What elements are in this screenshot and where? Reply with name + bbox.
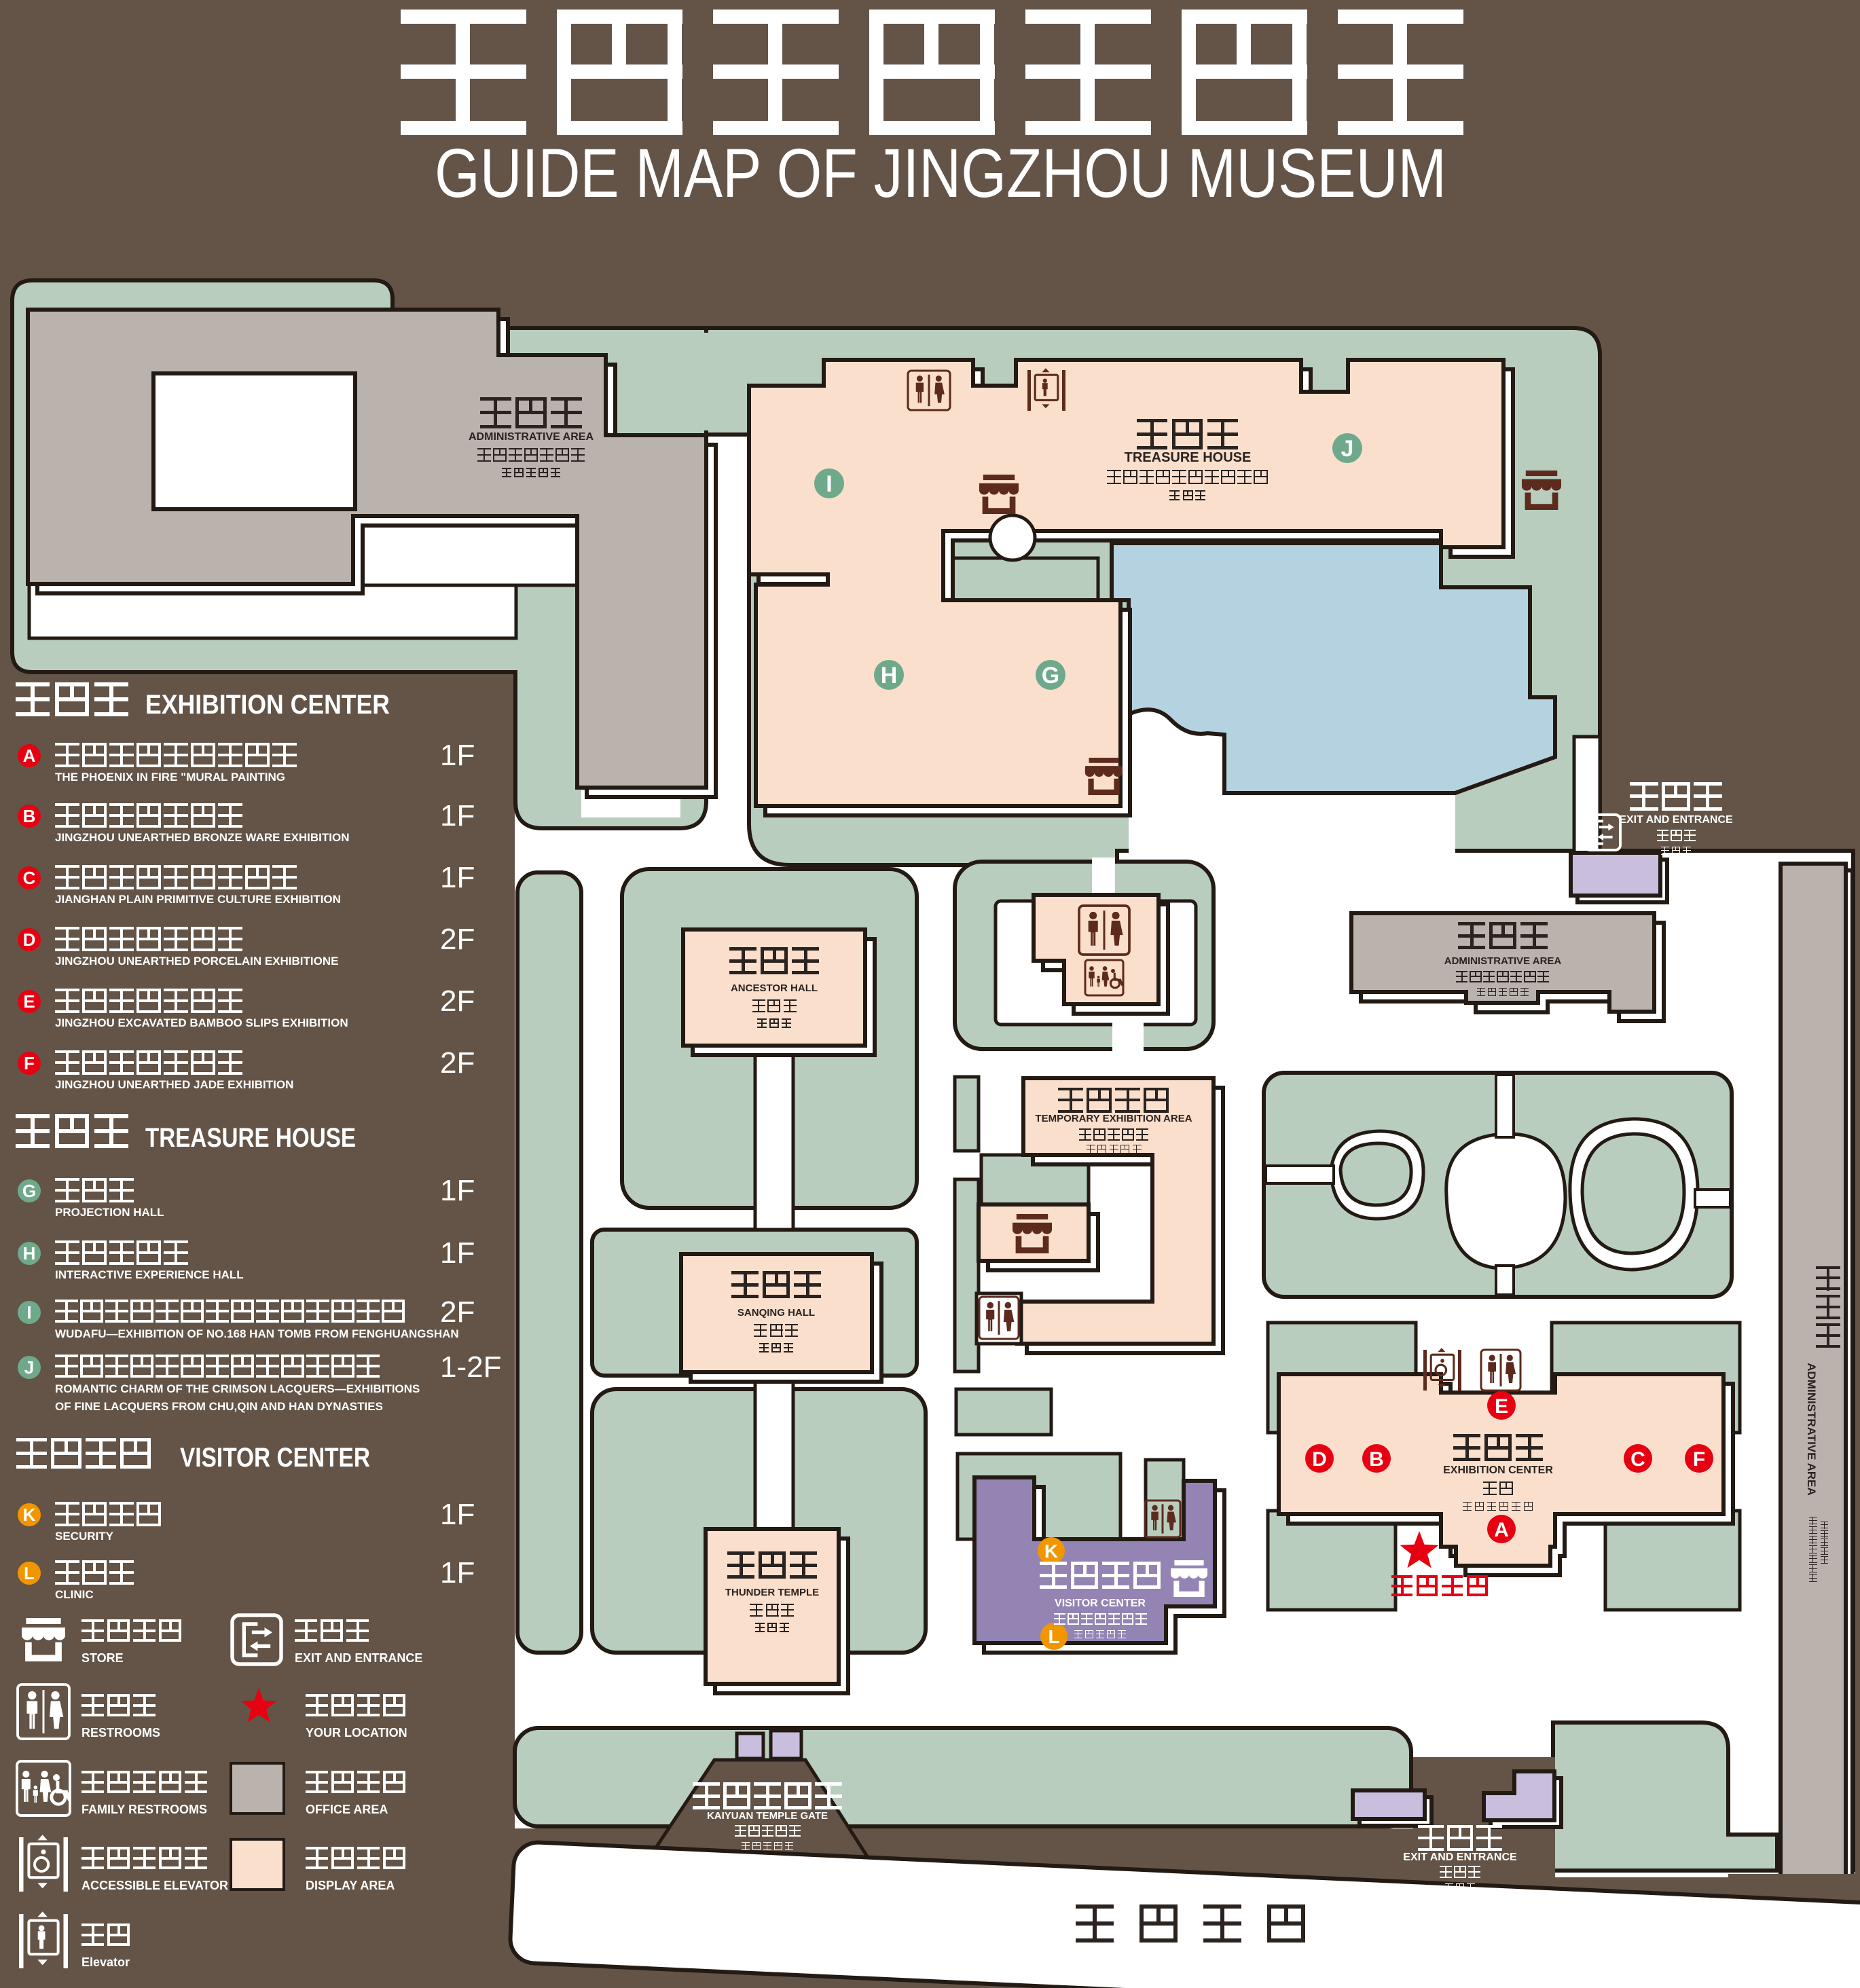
svg-text:TREASURE HOUSE: TREASURE HOUSE xyxy=(145,1123,356,1153)
svg-text:EXIT AND ENTRANCE: EXIT AND ENTRANCE xyxy=(1619,814,1733,826)
svg-text:J: J xyxy=(1341,436,1354,462)
svg-text:ANCESTOR HALL: ANCESTOR HALL xyxy=(731,982,818,994)
svg-text:VISITOR CENTER: VISITOR CENTER xyxy=(180,1443,370,1473)
svg-text:KAIYUAN TEMPLE GATE: KAIYUAN TEMPLE GATE xyxy=(707,1810,828,1822)
svg-text:THE PHOENIX IN FIRE "MURAL PAI: THE PHOENIX IN FIRE "MURAL PAINTING xyxy=(55,771,285,784)
svg-text:1F: 1F xyxy=(440,1174,475,1207)
svg-text:C: C xyxy=(23,868,36,888)
svg-text:SECURITY: SECURITY xyxy=(55,1530,114,1543)
svg-text:H: H xyxy=(23,1243,36,1264)
svg-text:1F: 1F xyxy=(440,799,475,832)
svg-text:E: E xyxy=(1495,1395,1508,1418)
svg-text:DISPLAY AREA: DISPLAY AREA xyxy=(306,1879,395,1892)
svg-text:F: F xyxy=(24,1053,35,1073)
svg-text:1-2F: 1-2F xyxy=(440,1350,501,1384)
svg-text:FAMILY RESTROOMS: FAMILY RESTROOMS xyxy=(81,1803,207,1816)
svg-text:E: E xyxy=(23,991,35,1012)
svg-text:2F: 2F xyxy=(440,923,475,956)
svg-text:2F: 2F xyxy=(440,1295,475,1329)
svg-text:1F: 1F xyxy=(440,1556,475,1589)
svg-text:EXIT AND ENTRANCE: EXIT AND ENTRANCE xyxy=(295,1651,422,1665)
svg-text:D: D xyxy=(1312,1448,1327,1471)
svg-text:STORE: STORE xyxy=(81,1651,124,1665)
svg-text:G: G xyxy=(1042,663,1059,688)
svg-text:ROMANTIC CHARM OF THE CRIMSON: ROMANTIC CHARM OF THE CRIMSON LACQUERS—E… xyxy=(55,1382,420,1395)
svg-text:YOUR LOCATION: YOUR LOCATION xyxy=(306,1726,407,1740)
svg-text:JINGZHOU UNEARTHED PORCELAIN E: JINGZHOU UNEARTHED PORCELAIN EXHIBITIONE xyxy=(55,955,338,968)
svg-text:K: K xyxy=(1044,1541,1058,1562)
svg-text:A: A xyxy=(23,746,36,766)
svg-text:B: B xyxy=(1369,1448,1384,1471)
svg-text:A: A xyxy=(1494,1519,1509,1541)
svg-text:VISITOR CENTER: VISITOR CENTER xyxy=(1055,1598,1146,1609)
svg-text:OFFICE AREA: OFFICE AREA xyxy=(306,1803,388,1816)
svg-text:G: G xyxy=(22,1181,36,1201)
svg-text:1F: 1F xyxy=(440,861,475,894)
svg-text:WUDAFU—EXHIBITION OF NO.168 HA: WUDAFU—EXHIBITION OF NO.168 HAN TOMB FRO… xyxy=(55,1327,459,1340)
svg-text:Elevator: Elevator xyxy=(81,1955,130,1969)
svg-text:I: I xyxy=(826,471,832,497)
svg-text:1F: 1F xyxy=(440,1236,475,1270)
svg-text:ADMINISTRATIVE AREA: ADMINISTRATIVE AREA xyxy=(1444,955,1562,967)
svg-text:TREASURE HOUSE: TREASURE HOUSE xyxy=(1125,450,1252,465)
svg-text:JINGZHOU UNEARTHED JADE EXHIBI: JINGZHOU UNEARTHED JADE EXHIBITION xyxy=(55,1078,293,1091)
svg-text:JINGZHOU UNEARTHED BRONZE WARE: JINGZHOU UNEARTHED BRONZE WARE EXHIBITIO… xyxy=(55,831,350,844)
svg-text:2F: 2F xyxy=(440,984,475,1018)
svg-text:JIANGHAN PLAIN PRIMITIVE CULTU: JIANGHAN PLAIN PRIMITIVE CULTURE EXHIBIT… xyxy=(55,893,341,906)
svg-text:C: C xyxy=(1630,1448,1645,1471)
svg-text:THUNDER TEMPLE: THUNDER TEMPLE xyxy=(725,1587,819,1598)
svg-text:OF FINE LACQUERS FROM CHU,QIN: OF FINE LACQUERS FROM CHU,QIN AND HAN DY… xyxy=(55,1400,383,1413)
svg-text:D: D xyxy=(23,929,36,950)
svg-text:SANQING HALL: SANQING HALL xyxy=(737,1307,815,1319)
svg-text:K: K xyxy=(23,1505,36,1525)
svg-text:INTERACTIVE EXPERIENCE HALL: INTERACTIVE EXPERIENCE HALL xyxy=(55,1268,244,1281)
svg-text:EXHIBITION CENTER: EXHIBITION CENTER xyxy=(1443,1465,1553,1476)
svg-text:CLINIC: CLINIC xyxy=(55,1588,94,1601)
svg-text:GUIDE MAP OF JINGZHOU MUSEUM: GUIDE MAP OF JINGZHOU MUSEUM xyxy=(435,134,1446,212)
svg-text:H: H xyxy=(881,663,898,688)
svg-text:ACCESSIBLE ELEVATOR: ACCESSIBLE ELEVATOR xyxy=(81,1879,228,1892)
svg-text:B: B xyxy=(23,806,36,826)
svg-text:L: L xyxy=(24,1563,35,1583)
svg-text:EXIT AND ENTRANCE: EXIT AND ENTRANCE xyxy=(1403,1852,1517,1863)
svg-text:L: L xyxy=(1048,1626,1059,1647)
svg-text:ADMINISTRATIVE AREA: ADMINISTRATIVE AREA xyxy=(469,431,594,443)
svg-text:ADMINISTRATIVE AREA: ADMINISTRATIVE AREA xyxy=(1805,1363,1818,1496)
svg-text:I: I xyxy=(26,1302,31,1323)
svg-text:JINGZHOU EXCAVATED BAMBOO SLIP: JINGZHOU EXCAVATED BAMBOO SLIPS EXHIBITI… xyxy=(55,1016,348,1029)
svg-text:J: J xyxy=(24,1357,34,1378)
svg-text:1F: 1F xyxy=(440,1498,475,1531)
svg-text:PROJECTION HALL: PROJECTION HALL xyxy=(55,1206,164,1219)
svg-text:RESTROOMS: RESTROOMS xyxy=(81,1726,160,1740)
svg-text:1F: 1F xyxy=(440,739,475,772)
svg-text:2F: 2F xyxy=(440,1046,475,1080)
svg-text:F: F xyxy=(1693,1448,1705,1471)
svg-text:EXHIBITION CENTER: EXHIBITION CENTER xyxy=(145,690,390,720)
svg-text:TEMPORARY EXHIBITION AREA: TEMPORARY EXHIBITION AREA xyxy=(1035,1113,1192,1124)
